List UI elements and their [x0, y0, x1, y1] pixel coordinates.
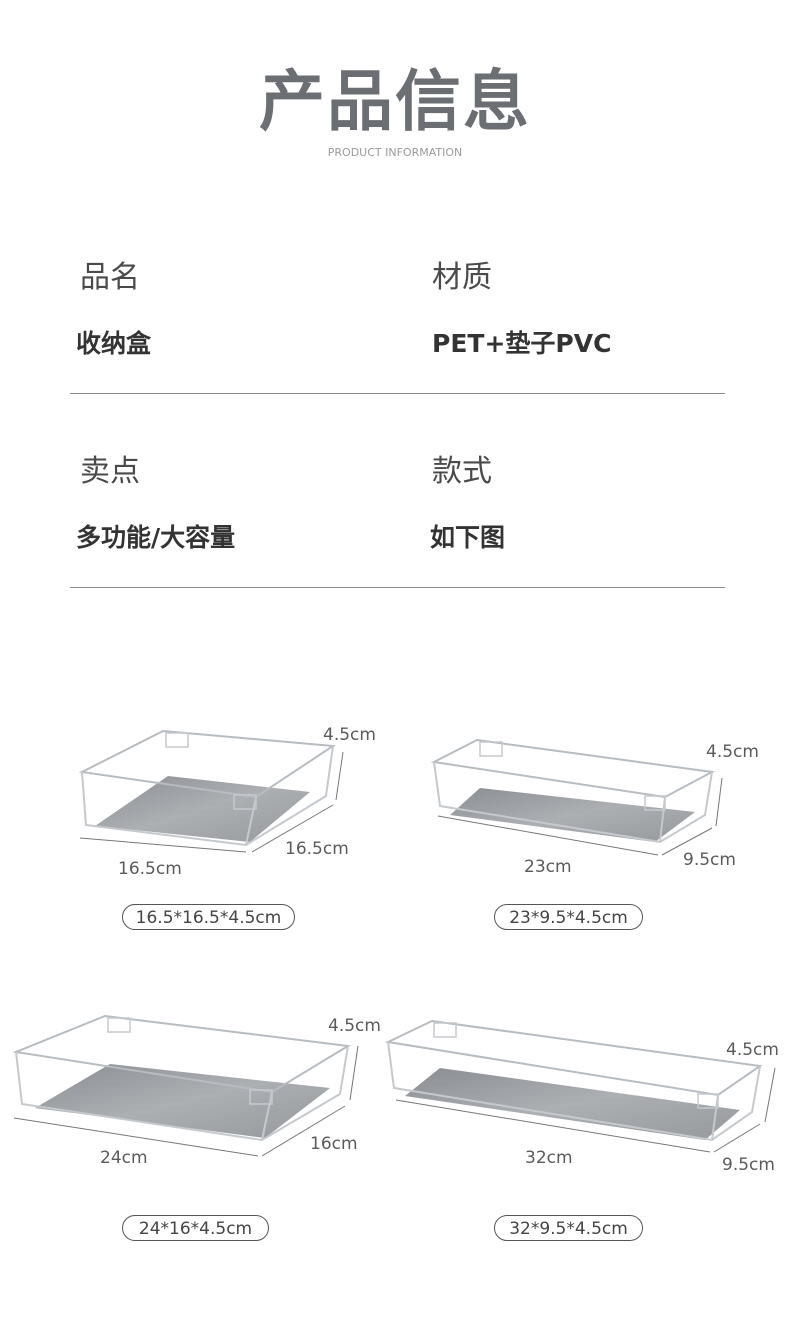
tray-1-handle-left — [165, 732, 189, 748]
dim-line — [335, 751, 344, 801]
feature-label: 卖点 — [80, 454, 140, 489]
product-illustrations: 4.5cm 16.5cm 16.5cm 4.5cm 9.5cm 23cm 4.5… — [12, 725, 779, 1175]
style-label: 款式 — [432, 454, 492, 489]
tray-3-width: 16cm — [310, 1134, 358, 1154]
tray-1-length: 16.5cm — [118, 859, 182, 879]
dim-line — [661, 827, 713, 856]
name-label: 品名 — [80, 260, 140, 295]
feature-value: 多功能/大容量 — [76, 523, 236, 552]
tray-4-drawing — [384, 1019, 776, 1153]
divider-2 — [70, 587, 725, 588]
dim-line — [13, 1117, 259, 1157]
tray-2-height: 4.5cm — [706, 742, 759, 762]
tray-4-handle-right — [697, 1093, 719, 1109]
dim-line — [713, 1123, 761, 1153]
size-badge-2: 23*9.5*4.5cm — [494, 904, 643, 930]
tray-1-drawing — [78, 729, 344, 853]
tray-4-edge — [711, 1094, 719, 1141]
dim-line — [349, 1045, 359, 1101]
tray-3-height: 4.5cm — [328, 1016, 381, 1036]
dim-line — [715, 777, 723, 827]
page-subtitle: PRODUCT INFORMATION — [327, 146, 463, 159]
tray-4-handle-left — [433, 1022, 457, 1038]
tray-1-handle-right — [233, 794, 257, 810]
tray-2-width: 9.5cm — [683, 850, 736, 870]
divider-1 — [70, 393, 725, 394]
material-value: PET+垫子PVC — [432, 329, 612, 358]
size-badge-3: 24*16*4.5cm — [122, 1215, 269, 1241]
dim-line — [764, 1067, 776, 1123]
name-value: 收纳盒 — [76, 329, 152, 358]
tray-3-drawing — [12, 1014, 359, 1157]
tray-3-edge — [261, 1091, 273, 1141]
style-value: 如下图 — [430, 523, 506, 552]
tray-2-handle-left — [479, 741, 503, 757]
tray-2-edge — [659, 796, 666, 843]
dim-line — [251, 804, 334, 853]
tray-2-drawing — [430, 738, 723, 856]
tray-2-mat — [450, 788, 695, 842]
tray-3-handle-left — [107, 1017, 131, 1033]
tray-4-length: 32cm — [525, 1148, 573, 1168]
tray-2-handle-right — [644, 795, 666, 811]
size-badge-4: 32*9.5*4.5cm — [494, 1215, 643, 1241]
tray-1-edge — [245, 796, 257, 846]
tray-1-mat — [95, 776, 310, 842]
tray-2-rim — [430, 738, 716, 799]
tray-4-mat — [405, 1068, 740, 1140]
material-label: 材质 — [432, 260, 492, 295]
dim-line — [437, 815, 659, 856]
page-title: 产品信息 — [259, 63, 531, 140]
tray-3-handle-right — [249, 1089, 273, 1105]
tray-1-width: 16.5cm — [285, 839, 349, 859]
dim-line — [261, 1105, 346, 1157]
tray-2-length: 23cm — [524, 857, 572, 877]
dim-line — [395, 1099, 711, 1153]
tray-3-length: 24cm — [100, 1148, 148, 1168]
tray-4-height: 4.5cm — [726, 1040, 779, 1060]
tray-3-mat — [35, 1064, 330, 1138]
dim-line — [79, 837, 247, 853]
tray-4-width: 9.5cm — [722, 1155, 775, 1175]
size-badge-1: 16.5*16.5*4.5cm — [122, 904, 295, 930]
tray-1-height: 4.5cm — [323, 725, 376, 745]
